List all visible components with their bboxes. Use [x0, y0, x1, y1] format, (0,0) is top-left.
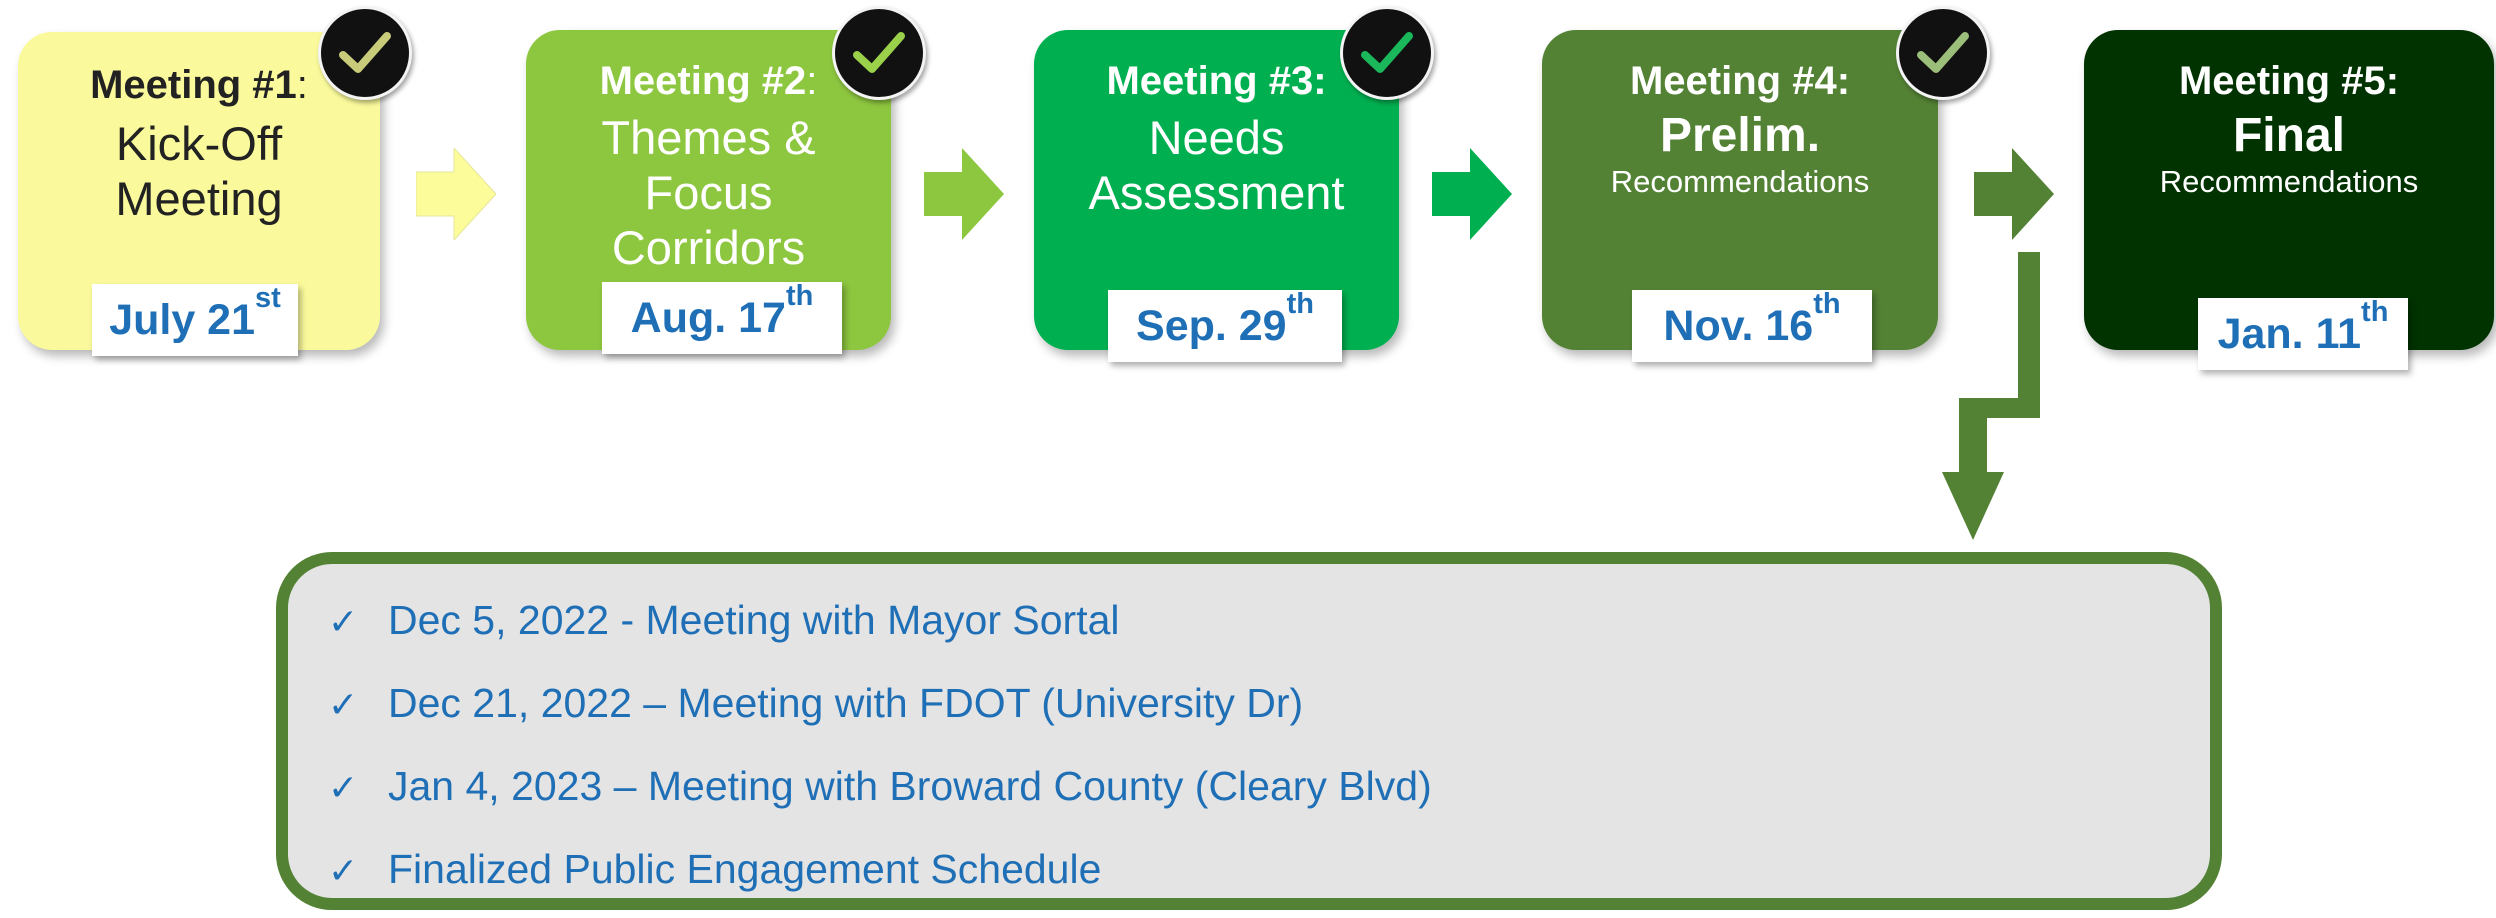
- meeting-1-subtitle-line1: Kick-Off: [115, 117, 283, 170]
- checkmark-icon: ✓: [328, 684, 359, 725]
- note-item-3: ✓ Jan 4, 2023 – Meeting with Broward Coun…: [328, 756, 1432, 816]
- meeting-2-subtitle-line1: Themes &: [601, 111, 816, 164]
- meeting-5-date: Jan. 11th: [2198, 296, 2408, 370]
- meeting-3-subtitle-line1: Needs: [1148, 111, 1285, 164]
- meeting-1-date: July 21st: [92, 282, 298, 356]
- meeting-4-checkmark-icon: [1896, 6, 1990, 100]
- meeting-5-subtitle-line1: Final: [2232, 109, 2345, 162]
- checkmark-icon: ✓: [328, 850, 359, 891]
- meeting-5-card: Meeting #5: Final Recommendations: [2084, 30, 2494, 350]
- note-item-4: ✓ Finalized Public Engagement Schedule: [328, 839, 1101, 899]
- note-item-2: ✓ Dec 21, 2022 – Meeting with FDOT (Unive…: [328, 673, 1303, 733]
- checkmark-icon: ✓: [328, 767, 359, 808]
- meeting-5-title: Meeting #5:: [2178, 59, 2400, 103]
- meeting-2-subtitle-line2: Focus: [644, 166, 773, 219]
- note-item-4-text: Finalized Public Engagement Schedule: [388, 846, 1102, 892]
- meeting-2-date: Aug. 17th: [602, 280, 842, 354]
- meeting-2-title: Meeting #2:: [599, 59, 818, 103]
- meeting-4-subtitle-line2: Recommendations: [1610, 164, 1870, 199]
- meeting-1-title: Meeting #1:: [90, 63, 308, 107]
- meeting-4-subtitle-line1: Prelim.: [1659, 109, 1821, 162]
- meeting-1-checkmark-icon: [318, 6, 412, 100]
- checkmark-icon: ✓: [328, 601, 359, 642]
- meeting-3-subtitle-line2: Assessment: [1088, 166, 1345, 219]
- flow-arrow-4-right-arrow-icon: [1974, 148, 2054, 240]
- meeting-3-checkmark-icon: [1340, 6, 1434, 100]
- note-item-2-text: Dec 21, 2022 – Meeting with FDOT (Univer…: [388, 680, 1304, 726]
- meeting-3-date: Sep. 29th: [1108, 288, 1342, 362]
- meeting-4-card: Meeting #4: Prelim. Recommendations: [1542, 30, 1938, 350]
- meeting-3-title: Meeting #3:: [1106, 59, 1327, 103]
- flow-arrow-2-right-arrow-icon: [924, 148, 1004, 240]
- meeting-1-subtitle-line2: Meeting: [115, 172, 283, 225]
- meeting-4-title: Meeting #4:: [1629, 59, 1851, 103]
- meeting-2-subtitle-line3: Corridors: [611, 221, 806, 274]
- meeting-4-date: Nov. 16th: [1632, 288, 1872, 362]
- follow-up-notes-box: ✓ Dec 5, 2022 - Meeting with Mayor Sortal…: [276, 552, 2222, 910]
- note-item-1: ✓ Dec 5, 2022 - Meeting with Mayor Sortal: [328, 590, 1120, 650]
- meeting-2-card: Meeting #2: Themes & Focus Corridors: [526, 30, 891, 350]
- meeting-2-checkmark-icon: [832, 6, 926, 100]
- elbow-down-arrow-icon: [1942, 252, 2040, 540]
- note-item-3-text: Jan 4, 2023 – Meeting with Broward Count…: [388, 763, 1432, 809]
- meeting-5-subtitle-line2: Recommendations: [2159, 164, 2419, 199]
- note-item-1-text: Dec 5, 2022 - Meeting with Mayor Sortal: [388, 597, 1120, 643]
- flow-arrow-3-right-arrow-icon: [1432, 148, 1512, 240]
- flow-arrow-1-right-arrow-icon: [416, 148, 496, 240]
